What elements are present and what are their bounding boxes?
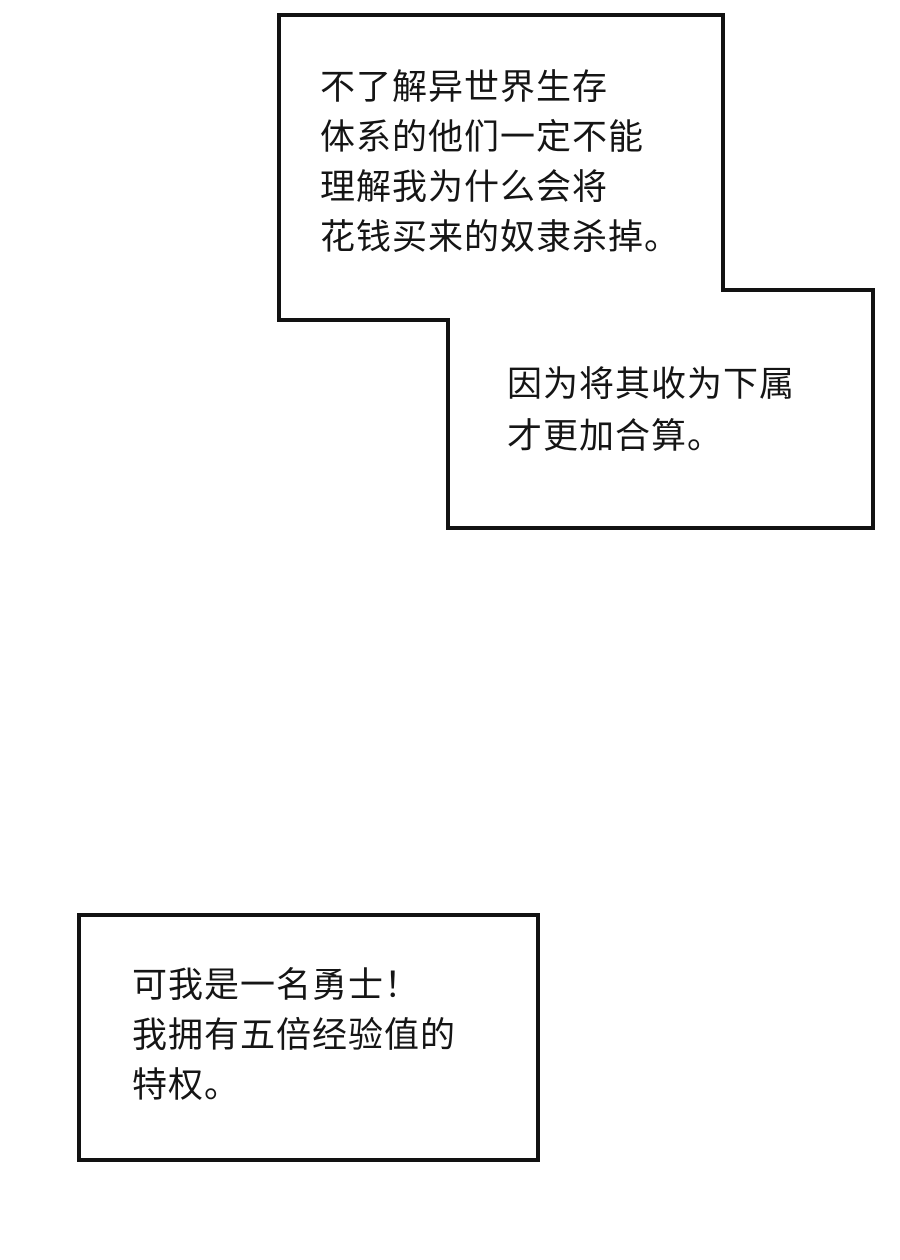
speech-bubble-text-bottom: 可我是一名勇士！ 我拥有五倍经验值的 特权。: [132, 966, 457, 1105]
speech-bubble-top-outline: [277, 13, 875, 530]
speech-bubble-text-middle: 因为将其收为下属 才更加合算。: [507, 365, 796, 456]
speech-bubble-text-top: 不了解异世界生存 体系的他们一定不能 理解我为什么会将 花钱买来的奴隶杀掉。: [320, 68, 681, 257]
speech-bubble-bottom-outline: [77, 913, 540, 1162]
